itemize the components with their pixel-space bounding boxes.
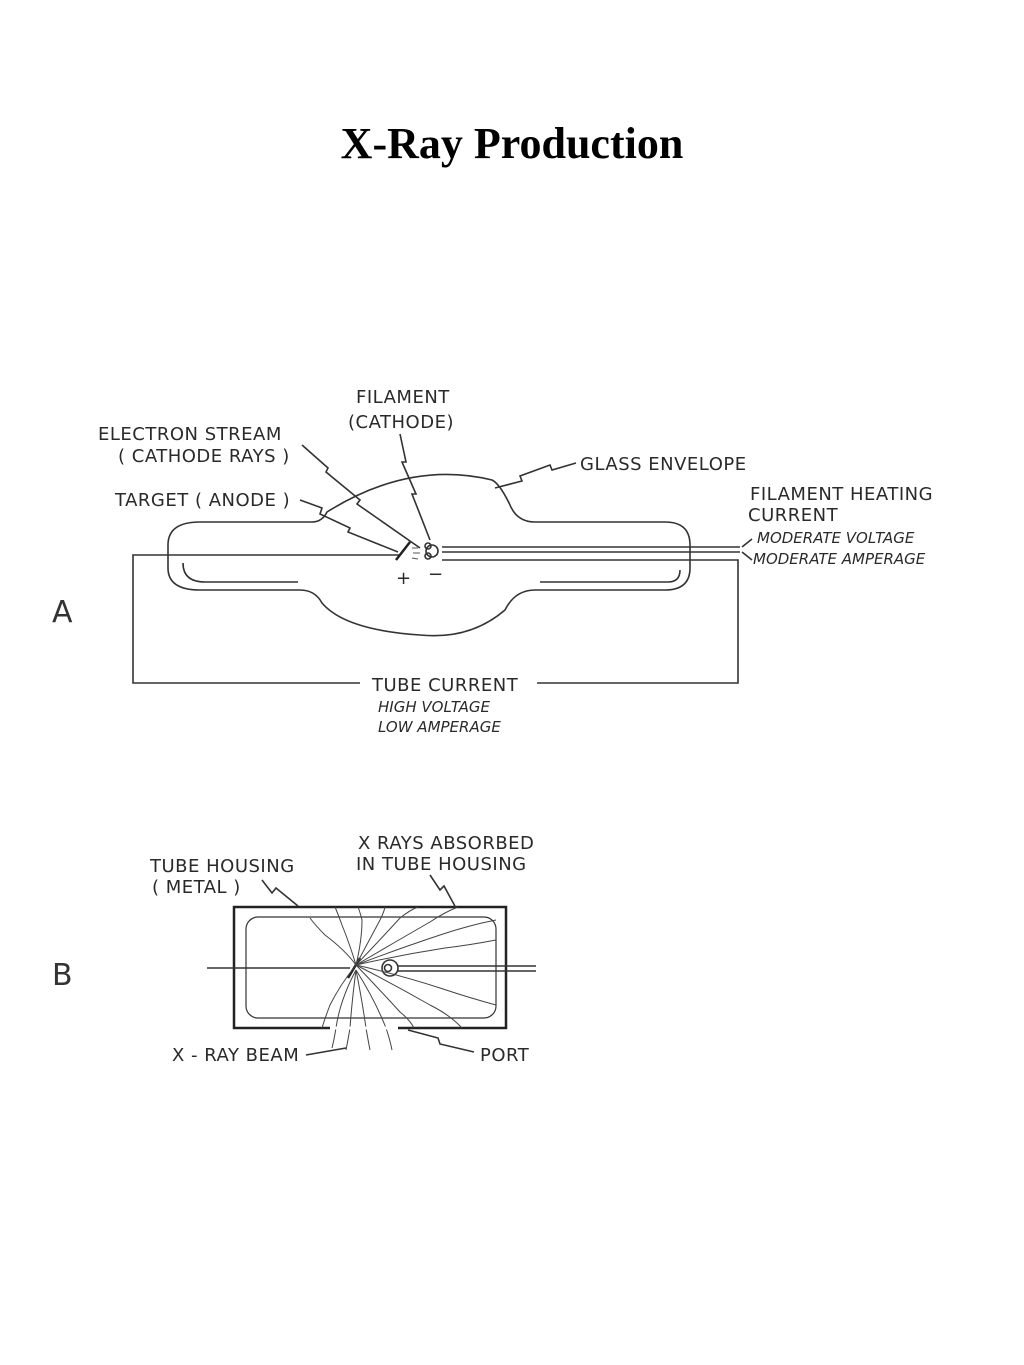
cathode-filament-b [383, 963, 393, 973]
filament-heating-label-line2: CURRENT [748, 505, 839, 526]
panel-a: A + − FILAMENT (CATHODE) ELECTRON STREAM… [52, 387, 933, 736]
electron-stream-leader [301, 444, 421, 549]
anode-plus-sign: + [396, 568, 412, 589]
xrays-absorbed-label-line2: IN TUBE HOUSING [356, 854, 527, 875]
tube-housing-label-line1: TUBE HOUSING [149, 856, 295, 877]
xrays-absorbed-label-line1: X RAYS ABSORBED [358, 833, 534, 854]
filament-label-line1: FILAMENT [356, 387, 450, 408]
electron-stream-label-line1: ELECTRON STREAM [98, 424, 282, 445]
electron-stream-dashes [411, 547, 420, 560]
xrays-absorbed-leader [429, 874, 457, 909]
glass-envelope-inner [182, 562, 298, 583]
page-title: X-Ray Production [340, 119, 684, 168]
cathode-cup-b [381, 959, 399, 977]
panel-a-letter: A [52, 595, 73, 630]
panel-b-letter: B [52, 958, 73, 993]
high-voltage-label: HIGH VOLTAGE [378, 698, 490, 716]
filament-label-line2: (CATHODE) [348, 412, 454, 433]
moderate-voltage-leader [741, 538, 753, 548]
tube-housing-leader [261, 879, 299, 907]
cathode-filament [424, 542, 439, 560]
xray-rays [309, 906, 497, 1051]
xray-beam-label: X - RAY BEAM [172, 1045, 299, 1066]
target-label: TARGET ( ANODE ) [114, 490, 290, 511]
moderate-amperage-label: MODERATE AMPERAGE [753, 550, 926, 568]
tube-housing-label-line2: ( METAL ) [152, 877, 241, 898]
glass-envelope-inner-right [540, 569, 681, 583]
tube-current-circuit-right [442, 559, 739, 684]
tube-current-label: TUBE CURRENT [371, 675, 519, 696]
anode-target [395, 541, 411, 561]
target-leader [299, 499, 399, 553]
moderate-voltage-label: MODERATE VOLTAGE [757, 529, 915, 547]
glass-envelope-label: GLASS ENVELOPE [580, 454, 747, 475]
port-leader [407, 1029, 475, 1053]
glass-envelope-shape [167, 473, 691, 637]
cathode-minus-sign: − [428, 564, 444, 585]
glass-envelope-leader [494, 462, 577, 489]
tube-current-circuit-left [132, 554, 400, 684]
moderate-amperage-leader [741, 551, 753, 561]
xray-beam-leader [305, 1047, 347, 1056]
filament-leader [399, 433, 431, 541]
panel-b: B [52, 833, 536, 1066]
electron-stream-label-line2: ( CATHODE RAYS ) [118, 446, 290, 467]
port-label: PORT [480, 1045, 530, 1066]
low-amperage-label: LOW AMPERAGE [378, 718, 501, 736]
filament-heating-label-line1: FILAMENT HEATING [750, 484, 933, 505]
